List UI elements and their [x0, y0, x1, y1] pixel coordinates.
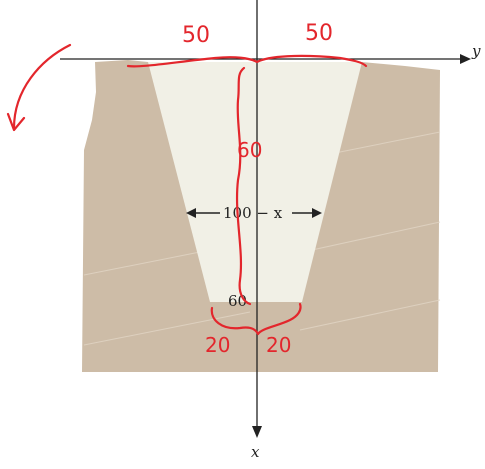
y-axis-label: y: [471, 42, 481, 60]
bottom-right-annotation: 20: [266, 333, 291, 357]
trapezoid-channel: [148, 62, 362, 302]
depth-annotation: 60: [237, 138, 262, 162]
width-arrowhead-right: [312, 208, 322, 218]
width-label: 100 − x: [223, 204, 283, 222]
top-right-half-annotation: 50: [305, 21, 333, 46]
depth-brace-handwritten: [235, 66, 252, 306]
ground-texture: [83, 131, 441, 346]
rotation-arrowhead-handwritten: [6, 112, 26, 132]
rotation-arrow-handwritten: [12, 43, 72, 130]
x-axis-label: x: [251, 443, 260, 461]
bottom-brace-handwritten: [210, 302, 302, 336]
bottom-left-annotation: 20: [205, 333, 230, 357]
x-axis-arrowhead: [252, 426, 262, 438]
top-left-half-annotation: 50: [182, 23, 210, 48]
y-axis-arrowhead: [460, 54, 471, 64]
top-brace-handwritten: [126, 54, 368, 68]
width-arrowhead-left: [186, 208, 196, 218]
